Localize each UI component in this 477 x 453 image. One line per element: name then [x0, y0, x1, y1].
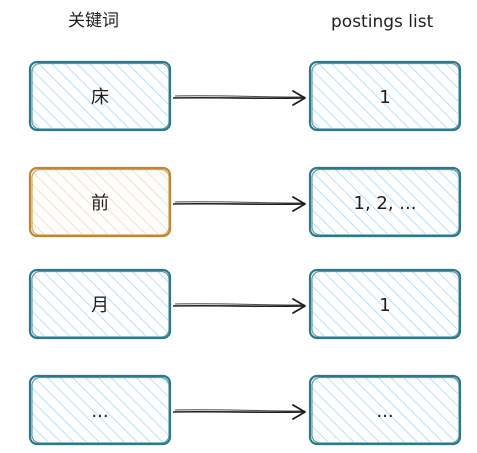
- postings-label: 1: [379, 295, 390, 316]
- keyword-label: 前: [91, 193, 109, 214]
- postings-box: [308, 268, 462, 340]
- keyword-label: 月: [91, 295, 109, 316]
- arrow: [172, 196, 306, 212]
- keyword-label: 床: [91, 87, 109, 108]
- postings-label: ...: [376, 401, 393, 422]
- postings-box: [308, 60, 462, 132]
- postings-label: 1: [379, 87, 390, 108]
- keyword-box: [28, 374, 172, 446]
- postings-box: [308, 374, 462, 446]
- postings-box: [308, 166, 462, 238]
- index-row: ......: [28, 374, 462, 446]
- arrow: [172, 298, 306, 314]
- postings-header: postings list: [331, 12, 434, 32]
- keyword-box: [28, 166, 172, 238]
- keyword-box: [28, 60, 172, 132]
- postings-label: 1, 2, ...: [354, 193, 417, 214]
- keyword-box: [28, 268, 172, 340]
- index-row: 前 1, 2, ...: [28, 166, 462, 238]
- arrow: [172, 90, 306, 106]
- keyword-label: ...: [91, 401, 108, 422]
- arrow: [172, 404, 306, 420]
- keywords-header: 关键词: [68, 11, 119, 31]
